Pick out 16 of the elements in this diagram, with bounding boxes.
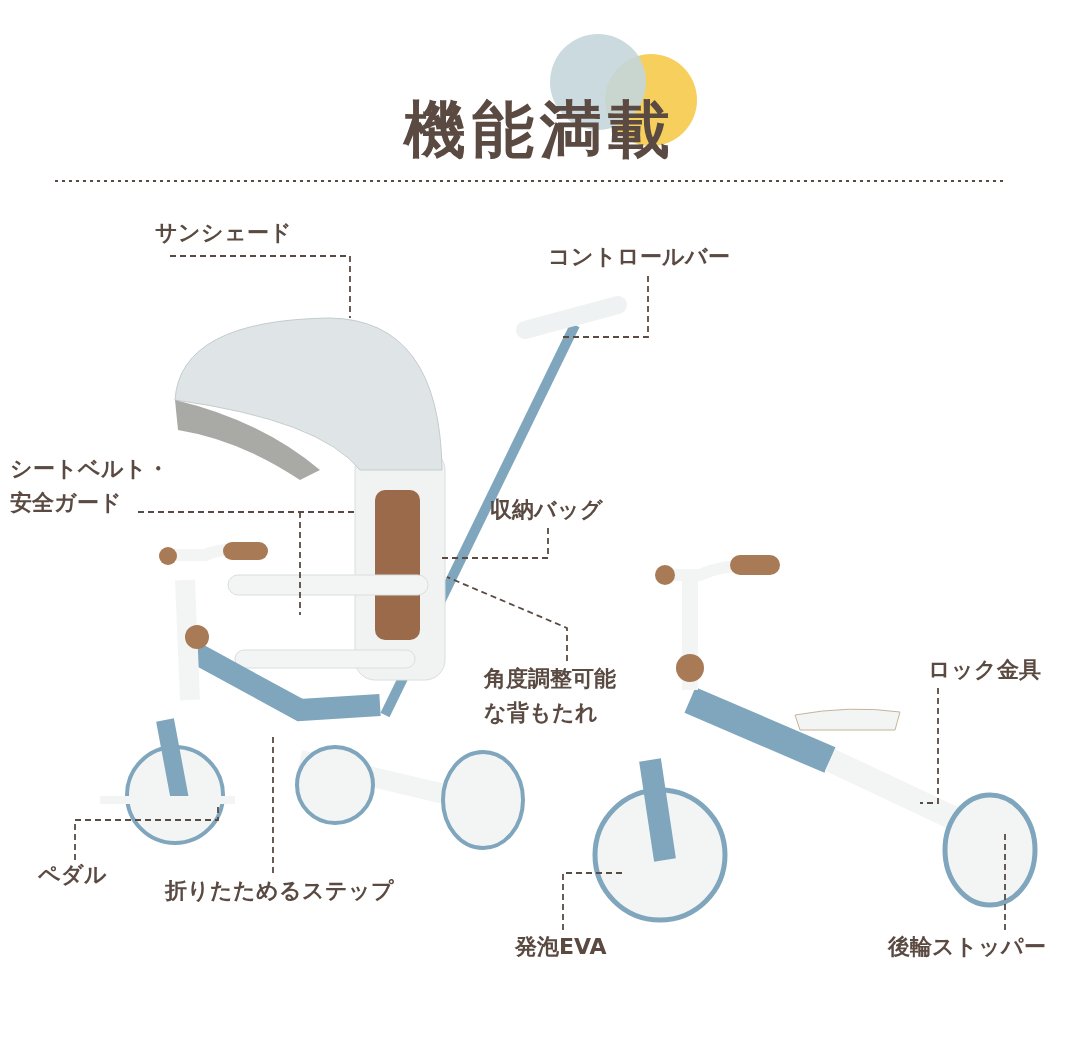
callout-label: ロック金具 xyxy=(928,653,1058,687)
leader-line xyxy=(446,576,568,662)
leader-line xyxy=(439,527,549,559)
leader-line xyxy=(272,736,274,874)
callout-label: 角度調整可能な背もたれ xyxy=(484,662,629,730)
leader-line xyxy=(919,687,939,804)
callout-label: 後輪ストッパー xyxy=(888,930,1068,964)
callout-label: コントロールバー xyxy=(548,240,768,274)
callout-label: ペダル xyxy=(38,858,128,892)
callout-label: シートベルト・安全ガード xyxy=(10,452,170,520)
leader-line xyxy=(169,255,351,319)
callout-label: 発泡EVA xyxy=(515,930,645,964)
callout-label: サンシェード xyxy=(155,216,315,250)
leader-line xyxy=(74,805,219,861)
callout-label: 収納バッグ xyxy=(490,493,620,527)
callout-label: 折りたためるステップ xyxy=(165,874,425,908)
